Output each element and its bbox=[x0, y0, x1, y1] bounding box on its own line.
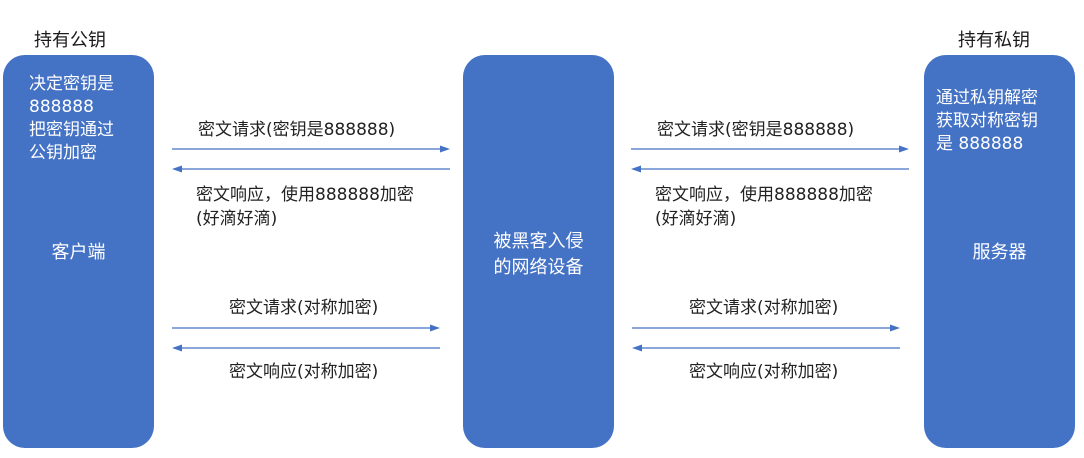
client-caption: 持有公钥 bbox=[34, 30, 106, 51]
left-response-arrow-2 bbox=[172, 344, 440, 352]
right-response-arrow-1 bbox=[631, 165, 909, 173]
client-note-line: 决定密钥是 bbox=[29, 74, 114, 94]
left-request-arrow-1 bbox=[172, 145, 450, 153]
right-response-symmetric-label: 密文响应(对称加密) bbox=[689, 362, 839, 382]
client-note: 决定密钥是 888888 把密钥通过 公钥加密 bbox=[29, 73, 114, 165]
right-request-symmetric-label: 密文请求(对称加密) bbox=[689, 298, 839, 318]
server-note: 通过私钥解密 获取对称密钥 是 888888 bbox=[936, 87, 1038, 156]
left-request-arrow-2 bbox=[172, 324, 440, 332]
compromised-device-box: 被黑客入侵 的网络设备 bbox=[463, 55, 614, 448]
client-box: 决定密钥是 888888 把密钥通过 公钥加密 客户端 bbox=[3, 55, 154, 448]
left-response-key-label: 密文响应，使用888888加密 (好滴好滴) bbox=[196, 183, 414, 231]
left-request-key-label: 密文请求(密钥是888888) bbox=[198, 120, 396, 140]
right-request-arrow-2 bbox=[632, 324, 900, 332]
right-request-key-label: 密文请求(密钥是888888) bbox=[657, 120, 855, 140]
client-note-line: 公钥加密 bbox=[29, 143, 97, 163]
right-response-key-label: 密文响应，使用888888加密 (好滴好滴) bbox=[655, 183, 873, 231]
server-note-line: 通过私钥解密 bbox=[936, 88, 1038, 108]
client-note-line: 888888 bbox=[29, 97, 94, 117]
left-response-key-label-line: (好滴好滴) bbox=[196, 209, 278, 229]
compromised-device-label: 被黑客入侵 的网络设备 bbox=[463, 229, 614, 281]
server-box: 通过私钥解密 获取对称密钥 是 888888 服务器 bbox=[924, 55, 1075, 448]
left-response-key-label-line: 密文响应，使用888888加密 bbox=[196, 185, 414, 205]
right-response-arrow-2 bbox=[632, 344, 900, 352]
client-note-line: 把密钥通过 bbox=[29, 120, 114, 140]
left-request-symmetric-label: 密文请求(对称加密) bbox=[229, 298, 379, 318]
right-response-key-label-line: (好滴好滴) bbox=[655, 209, 737, 229]
server-note-line: 是 888888 bbox=[936, 134, 1024, 154]
server-label: 服务器 bbox=[972, 242, 1027, 263]
compromised-device-label-line: 被黑客入侵 bbox=[493, 231, 584, 252]
right-request-arrow-1 bbox=[631, 145, 909, 153]
left-response-arrow-1 bbox=[172, 165, 450, 173]
right-response-key-label-line: 密文响应，使用888888加密 bbox=[655, 185, 873, 205]
compromised-device-label-line: 的网络设备 bbox=[493, 257, 584, 278]
server-caption: 持有私钥 bbox=[958, 30, 1030, 51]
client-label: 客户端 bbox=[51, 242, 106, 263]
server-note-line: 获取对称密钥 bbox=[936, 111, 1038, 131]
left-response-symmetric-label: 密文响应(对称加密) bbox=[229, 362, 379, 382]
